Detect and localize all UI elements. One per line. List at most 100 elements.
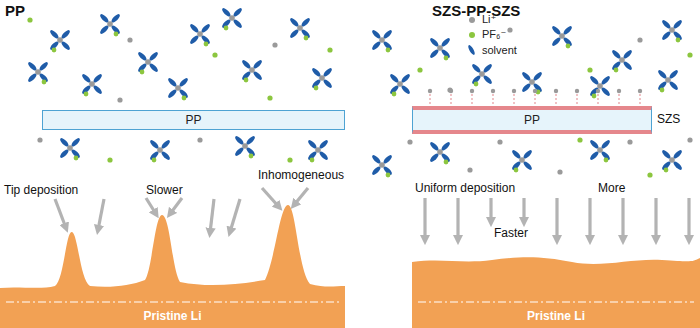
legend-text: Li⁺ bbox=[482, 13, 496, 26]
solvation-cluster bbox=[471, 63, 493, 87]
solvation-cluster bbox=[589, 139, 611, 163]
solvation-cluster bbox=[167, 77, 189, 101]
li-ion bbox=[157, 147, 163, 153]
layer-name: PP bbox=[524, 113, 540, 127]
solvation-cluster bbox=[27, 61, 49, 85]
annotation: Slower bbox=[146, 183, 183, 197]
pf6-anion bbox=[474, 82, 479, 87]
pf6-anion bbox=[566, 44, 571, 49]
anode-name: Pristine Li bbox=[0, 309, 345, 323]
solvation-cluster bbox=[589, 75, 611, 99]
legend-swatch bbox=[469, 32, 475, 38]
solvation-cluster bbox=[149, 139, 171, 163]
channel-line bbox=[576, 94, 577, 105]
li-ion bbox=[89, 81, 95, 87]
legend-entry: Li⁺ bbox=[466, 12, 517, 27]
flux-arrow bbox=[588, 198, 591, 240]
ion-dot bbox=[637, 37, 642, 42]
li-ion bbox=[529, 79, 535, 85]
solvation-cluster bbox=[81, 73, 103, 97]
pf6-anion bbox=[444, 160, 449, 165]
pf6-anion bbox=[52, 48, 57, 53]
ion-channels bbox=[428, 89, 642, 105]
pf6-anion bbox=[182, 96, 187, 101]
solvation-cluster bbox=[429, 141, 451, 165]
ion-dot bbox=[107, 157, 112, 162]
pf6-anion bbox=[386, 48, 391, 53]
ion-dot bbox=[212, 52, 217, 57]
solvation-cluster bbox=[661, 19, 683, 43]
solvation-cluster bbox=[551, 25, 573, 49]
channel-line bbox=[450, 94, 451, 105]
solvation-cluster bbox=[189, 23, 211, 47]
original-surface-line bbox=[6, 301, 339, 302]
channel-line bbox=[534, 94, 535, 105]
solvation-cluster bbox=[289, 17, 311, 41]
solvation-cluster bbox=[611, 49, 633, 73]
pf6-anion bbox=[152, 158, 157, 163]
li-ion bbox=[519, 157, 525, 163]
solvation-cluster bbox=[371, 29, 393, 53]
ion-dot bbox=[417, 67, 422, 72]
pf6-anion bbox=[314, 86, 319, 91]
flux-arrow bbox=[489, 198, 492, 222]
legend-swatch bbox=[469, 17, 475, 23]
pf6-anion bbox=[204, 42, 209, 47]
pf6-anion bbox=[140, 70, 145, 75]
annotation: Faster bbox=[494, 226, 528, 240]
solvation-cluster bbox=[521, 71, 543, 95]
lithium-body bbox=[0, 205, 345, 328]
pf6-anion bbox=[114, 32, 119, 37]
ion-dot bbox=[687, 137, 692, 142]
solvation-cluster bbox=[371, 154, 393, 178]
li-ion bbox=[554, 89, 558, 93]
li-ion bbox=[491, 89, 495, 93]
li-ion bbox=[67, 145, 73, 151]
channel-line bbox=[513, 94, 514, 105]
li-ion bbox=[437, 149, 443, 155]
ion-dot bbox=[687, 52, 692, 57]
li-ion bbox=[249, 67, 255, 73]
solvated-ions bbox=[27, 7, 683, 178]
channel-line bbox=[618, 94, 619, 105]
legend-text: PF₆⁻ bbox=[482, 28, 506, 41]
channel-line bbox=[429, 94, 430, 105]
pf6-anion bbox=[244, 78, 249, 83]
ion-dot bbox=[327, 47, 332, 52]
li-ion bbox=[35, 69, 41, 75]
ion-dot bbox=[117, 97, 122, 102]
solvation-cluster bbox=[59, 137, 81, 161]
legend-swatch bbox=[467, 44, 476, 56]
pf6-anion bbox=[392, 92, 397, 97]
solvation-cluster bbox=[657, 69, 679, 93]
li-ion bbox=[379, 162, 385, 168]
flux-arrow bbox=[170, 198, 182, 214]
annotation: Tip deposition bbox=[4, 183, 78, 197]
flux-arrow bbox=[621, 198, 624, 240]
solvation-cluster bbox=[99, 13, 121, 37]
channel-line bbox=[639, 94, 640, 105]
flux-arrow bbox=[456, 198, 459, 240]
channel-line bbox=[555, 94, 556, 105]
li-ion bbox=[596, 89, 600, 93]
ion-dot bbox=[197, 137, 202, 142]
li-ion bbox=[597, 83, 603, 89]
legend-text: solvent bbox=[482, 44, 517, 56]
li-ion bbox=[379, 37, 385, 43]
li-ion bbox=[470, 89, 474, 93]
layer-name: PP bbox=[185, 113, 201, 127]
legend: Li⁺ PF₆⁻ solvent bbox=[466, 12, 517, 57]
li-ion bbox=[617, 89, 621, 93]
pf6-anion bbox=[84, 92, 89, 97]
lithium-body bbox=[412, 257, 700, 328]
original-surface-line bbox=[418, 301, 694, 302]
channel-line bbox=[597, 94, 598, 105]
ion-dot bbox=[272, 42, 277, 47]
li-ion bbox=[437, 45, 443, 51]
ion-dot bbox=[467, 167, 472, 172]
li-ion bbox=[297, 25, 303, 31]
pf6-anion bbox=[592, 94, 597, 99]
solvation-cluster bbox=[511, 149, 533, 173]
ion-dot bbox=[27, 17, 32, 22]
